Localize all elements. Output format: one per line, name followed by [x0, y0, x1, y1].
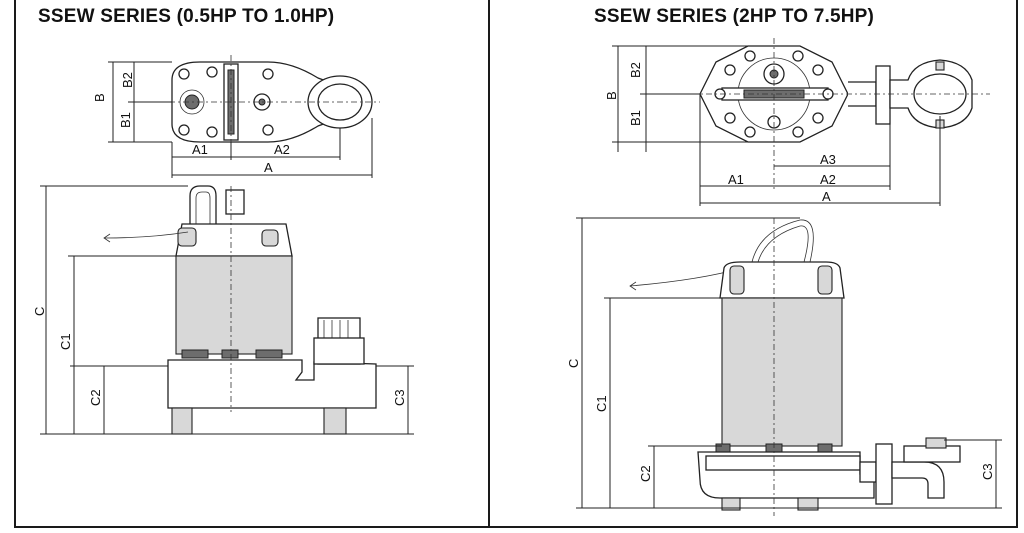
left-dim-b1-label: B1 [118, 112, 133, 128]
right-dim-a-label: A [822, 189, 831, 204]
left-dim-a2-label: A2 [274, 142, 290, 157]
left-dim-c1-label: C1 [58, 333, 73, 350]
right-dim-c3-label: C3 [980, 463, 995, 480]
right-dim-c2-label: C2 [638, 465, 653, 482]
left-dim-a1-label: A1 [192, 142, 208, 157]
left-dim-c2-label: C2 [88, 389, 103, 406]
left-panel-title: SSEW SERIES (0.5HP TO 1.0HP) [38, 6, 335, 27]
left-dim-c-label: C [32, 307, 47, 316]
right-dim-c1-label: C1 [594, 395, 609, 412]
left-dim-b2-label: B2 [120, 72, 135, 88]
right-dim-c-label: C [566, 359, 581, 368]
panel-divider [488, 0, 490, 528]
right-dim-b1-label: B1 [628, 110, 643, 126]
right-dim-a1-label: A1 [728, 172, 744, 187]
left-dim-c3-label: C3 [392, 389, 407, 406]
right-dim-a2-label: A2 [820, 172, 836, 187]
drawing-frame [14, 0, 1018, 528]
left-dim-b-label: B [92, 93, 107, 102]
right-side-view [576, 217, 1002, 516]
left-top-view [108, 55, 380, 178]
right-dim-b2-label: B2 [628, 62, 643, 78]
right-dim-a3-label: A3 [820, 152, 836, 167]
right-dim-b-label: B [604, 91, 619, 100]
left-dim-a-label: A [264, 160, 273, 175]
right-panel-title: SSEW SERIES (2HP TO 7.5HP) [594, 6, 875, 27]
left-side-view [40, 185, 414, 435]
right-top-view [612, 38, 990, 206]
